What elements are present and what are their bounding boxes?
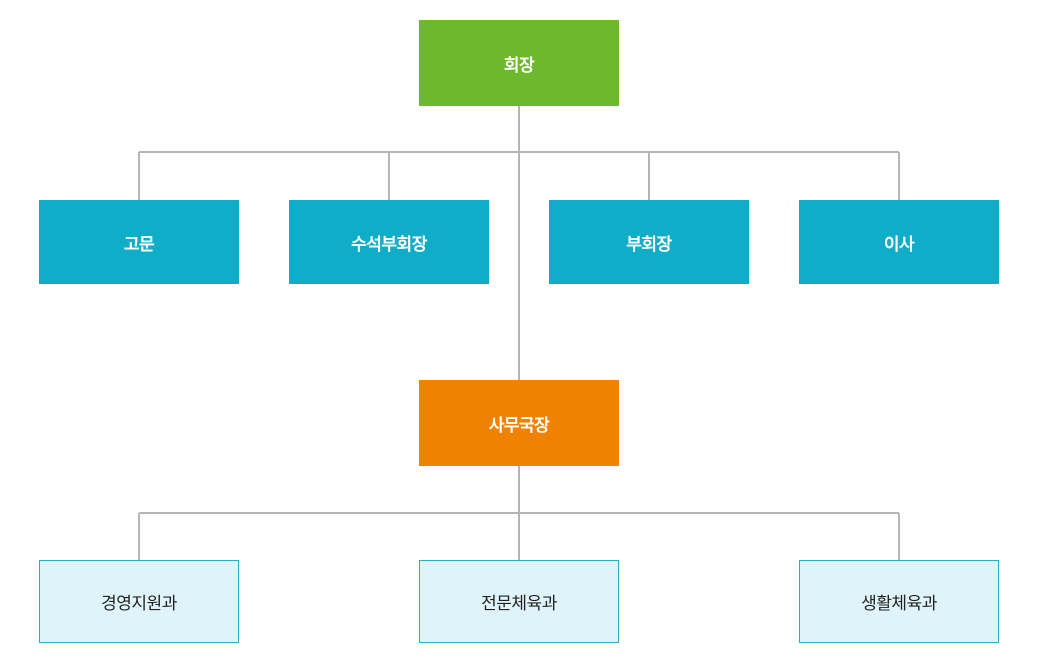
executive-label: 부회장 [626, 234, 672, 255]
department-label: 전문체육과 [481, 594, 557, 614]
department-box-management-support: 경영지원과 [39, 560, 239, 643]
secretary-general-box: 사무국장 [419, 380, 619, 466]
department-box-community-sports: 생활체육과 [799, 560, 999, 643]
executive-label: 수석부회장 [351, 234, 427, 255]
executive-box-senior-vice-president: 수석부회장 [289, 200, 489, 284]
executive-box-advisor: 고문 [39, 200, 239, 284]
president-label: 회장 [503, 55, 535, 76]
secretary-general-label: 사무국장 [488, 415, 550, 436]
department-box-elite-sports: 전문체육과 [419, 560, 619, 643]
executive-box-vice-president: 부회장 [549, 200, 749, 284]
department-label: 경영지원과 [101, 594, 177, 614]
department-label: 생활체육과 [861, 594, 937, 614]
executive-label: 이사 [883, 234, 915, 255]
president-box: 회장 [419, 20, 619, 106]
executive-label: 고문 [123, 234, 155, 255]
executive-box-director: 이사 [799, 200, 999, 284]
